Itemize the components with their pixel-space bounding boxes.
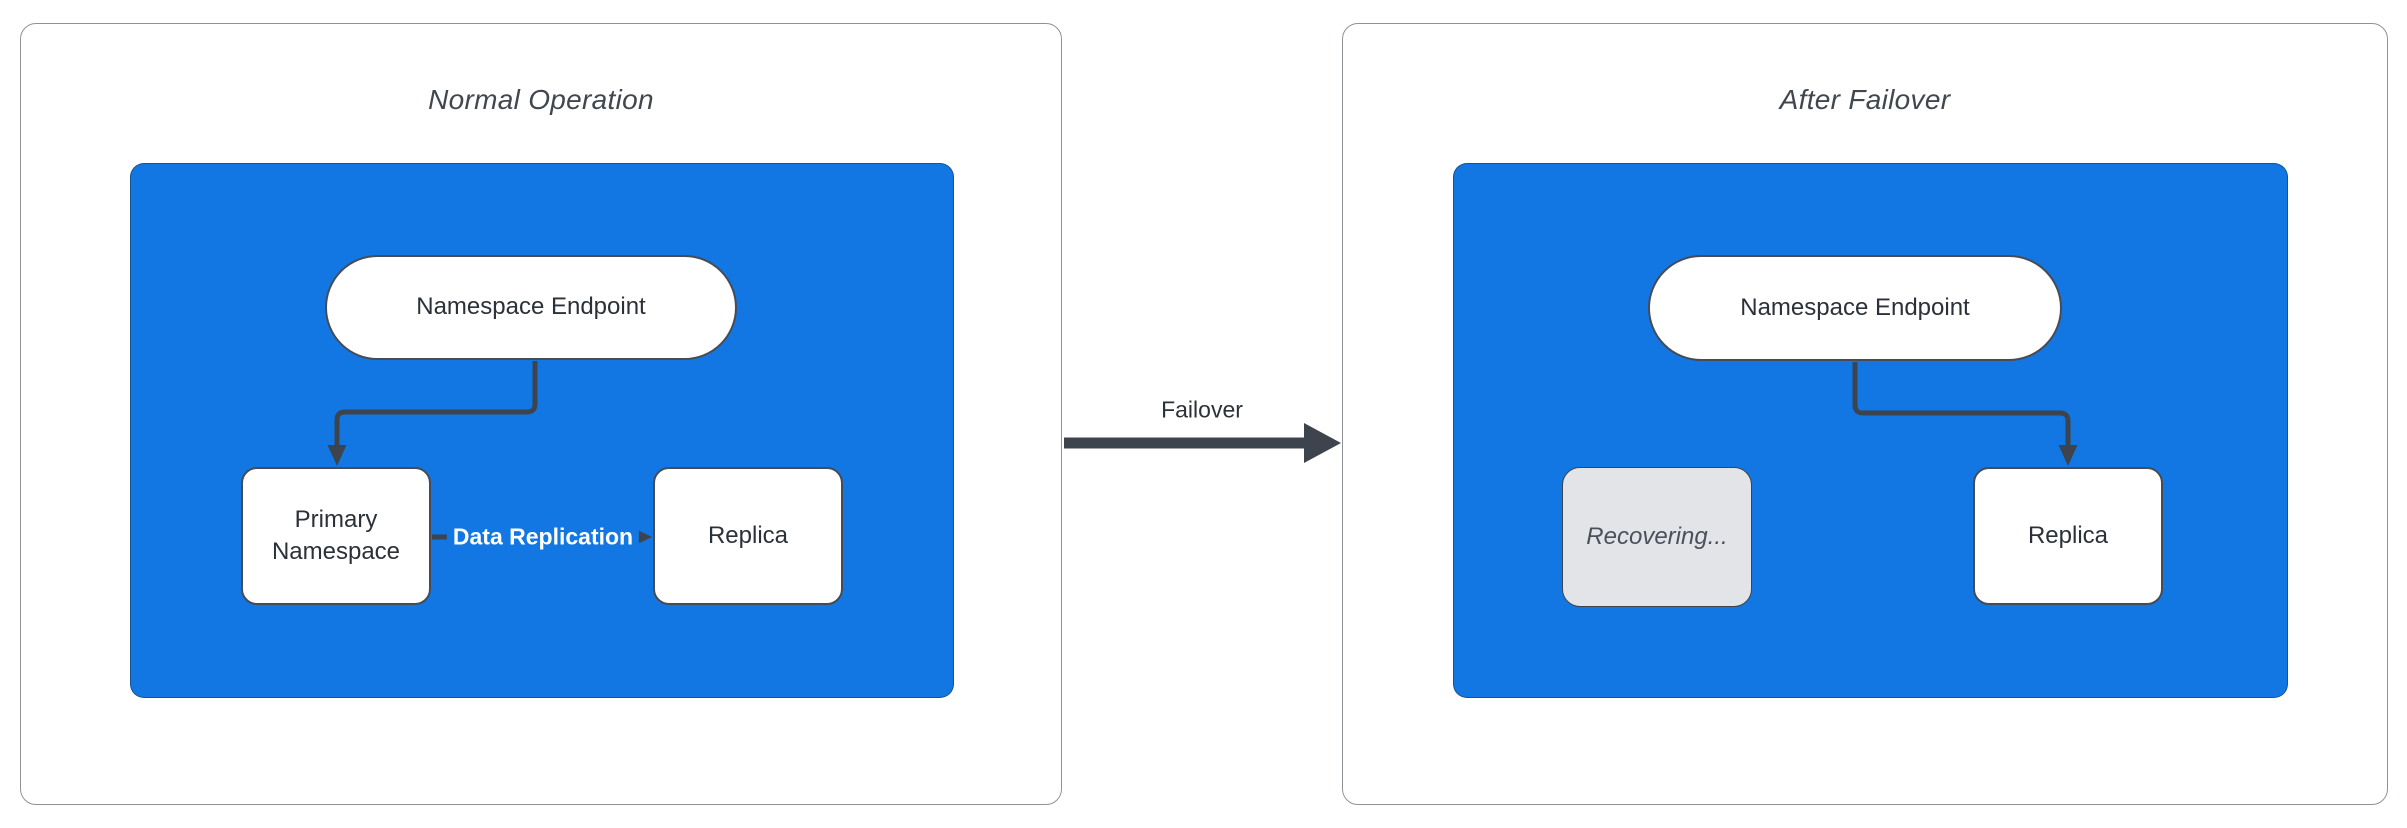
after-failover-title: After Failover <box>1779 84 1951 115</box>
recovering-label: Recovering... <box>1586 522 1728 550</box>
normal-namespace-endpoint-node: Namespace Endpoint <box>325 255 737 360</box>
normal-cluster-container <box>130 163 954 698</box>
failover-replica-node: Replica <box>1973 467 2163 605</box>
failover-cluster-container <box>1453 163 2288 698</box>
normal-replica-label: Replica <box>707 521 789 549</box>
failover-replica-label: Replica <box>2027 521 2109 549</box>
failover-namespace-endpoint-node: Namespace Endpoint <box>1648 255 2062 361</box>
failover-arrow-label: Failover <box>1161 396 1243 423</box>
primary-namespace-label: Primary Namespace <box>271 505 401 565</box>
data-replication-edge-label: Data Replication <box>446 522 640 552</box>
failover-arrowhead-icon <box>1304 423 1341 463</box>
recovering-node: Recovering... <box>1562 467 1752 607</box>
normal-operation-title: Normal Operation <box>428 84 654 115</box>
failover-namespace-endpoint-label: Namespace Endpoint <box>1740 293 1970 321</box>
primary-namespace-node: Primary Namespace <box>241 467 431 605</box>
failover-connector <box>1064 423 1341 463</box>
normal-replica-node: Replica <box>653 467 843 605</box>
normal-namespace-endpoint-label: Namespace Endpoint <box>416 293 646 321</box>
